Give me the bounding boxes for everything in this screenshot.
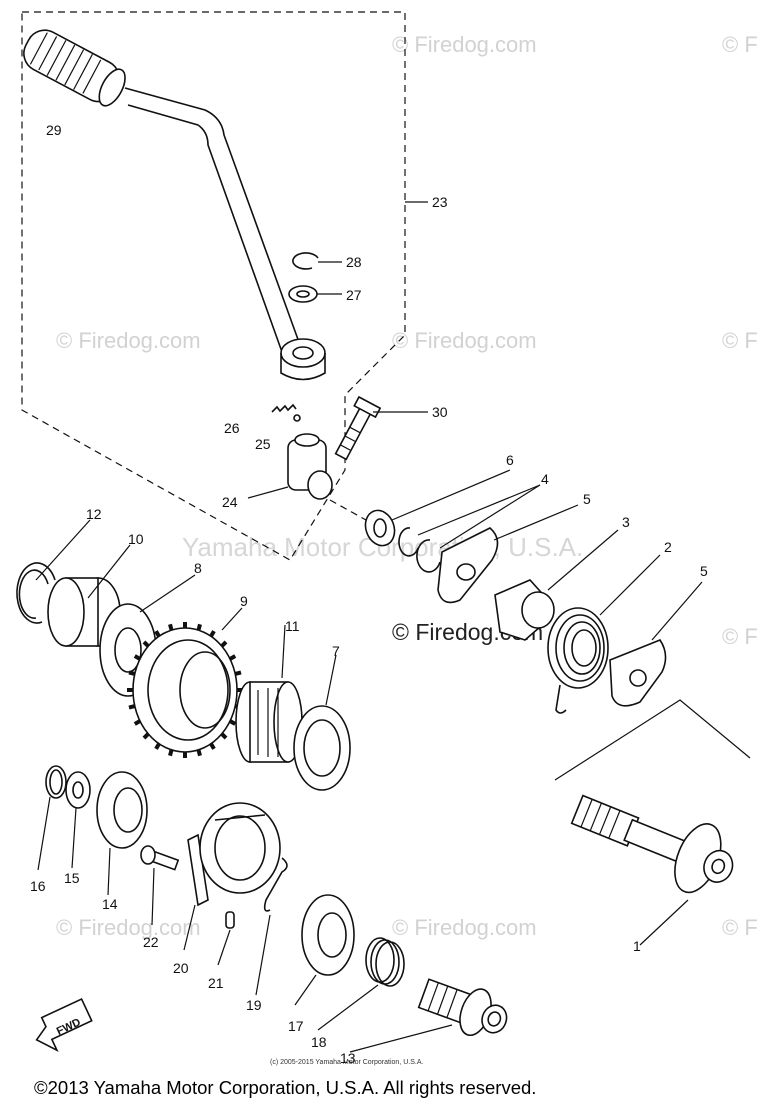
callout-label: 6 [506, 452, 514, 468]
callout-label: 23 [432, 194, 448, 210]
gear-tooth [196, 623, 202, 631]
callout-label: 19 [246, 997, 262, 1013]
kick-lever [23, 29, 428, 500]
callout-label: 10 [128, 531, 144, 547]
gear-tooth [220, 732, 228, 740]
gear-tooth [196, 749, 202, 757]
callout-label: 12 [86, 506, 102, 522]
gear-tooth [229, 719, 237, 726]
left-parts [16, 519, 351, 791]
watermark: © F [722, 915, 758, 940]
lower-parts: FWD [35, 765, 508, 1053]
callout-label: 25 [255, 436, 271, 452]
callout-label: 1 [633, 938, 641, 954]
gear-tooth [128, 670, 136, 676]
callout-label: 28 [346, 254, 362, 270]
callout-label: 7 [332, 643, 340, 659]
callout-label: 8 [194, 560, 202, 576]
callout-label: 5 [583, 491, 591, 507]
callout-label: 14 [102, 896, 118, 912]
gear-tooth [209, 630, 216, 638]
gear-tooth [133, 719, 141, 726]
callout-labels: 1 2 3 4 5 5 6 7 8 9 10 11 12 13 14 15 16… [30, 122, 708, 1066]
footer-copyright: ©2013 Yamaha Motor Corporation, U.S.A. A… [34, 1077, 536, 1098]
callout-label: 22 [143, 934, 159, 950]
small-copyright: (c) 2005-2015 Yamaha Motor Corporation, … [270, 1059, 423, 1066]
callout-label: 16 [30, 878, 46, 894]
callout-label: 17 [288, 1018, 304, 1034]
gear-tooth [220, 640, 228, 648]
gear-tooth [168, 623, 174, 631]
callout-label: 9 [240, 593, 248, 609]
gear-tooth [209, 742, 216, 750]
callout-label: 26 [224, 420, 240, 436]
gear-tooth [154, 630, 161, 638]
gear-tooth [133, 654, 141, 661]
callout-label: 27 [346, 287, 362, 303]
watermark: © F [722, 328, 758, 353]
callout-label: 24 [222, 494, 238, 510]
watermark-layer: © Firedog.com © F © Firedog.com © Firedo… [56, 32, 758, 940]
fwd-arrow-icon: FWD [35, 997, 93, 1053]
callout-label: 30 [432, 404, 448, 420]
watermark: © Firedog.com [392, 915, 537, 940]
callout-label: 15 [64, 870, 80, 886]
callout-label: 29 [46, 122, 62, 138]
watermark: © Firedog.com [56, 915, 201, 940]
callout-label: 18 [311, 1034, 327, 1050]
callout-label: 20 [173, 960, 189, 976]
gear-tooth [142, 640, 150, 648]
callout-label: 4 [541, 471, 549, 487]
callout-label: 2 [664, 539, 672, 555]
gear-tooth [154, 742, 161, 750]
callout-label: 11 [285, 618, 300, 634]
gear-tooth [234, 670, 242, 676]
watermark: © Firedog.com [56, 328, 201, 353]
assembly-23-boundary [21, 11, 428, 561]
watermark: © F [722, 32, 758, 57]
watermark: © Firedog.com [392, 32, 537, 57]
gear-tooth [229, 654, 237, 661]
callout-label: 3 [622, 514, 630, 530]
callout-label: 5 [700, 563, 708, 579]
gear-tooth [142, 732, 150, 740]
callout-label: 21 [208, 975, 224, 991]
right-parts [329, 469, 751, 946]
gear-tooth [128, 704, 136, 710]
callout-label: 13 [340, 1050, 356, 1066]
gear-tooth [168, 749, 174, 757]
watermark: © F [722, 624, 758, 649]
watermark: © Firedog.com [392, 328, 537, 353]
